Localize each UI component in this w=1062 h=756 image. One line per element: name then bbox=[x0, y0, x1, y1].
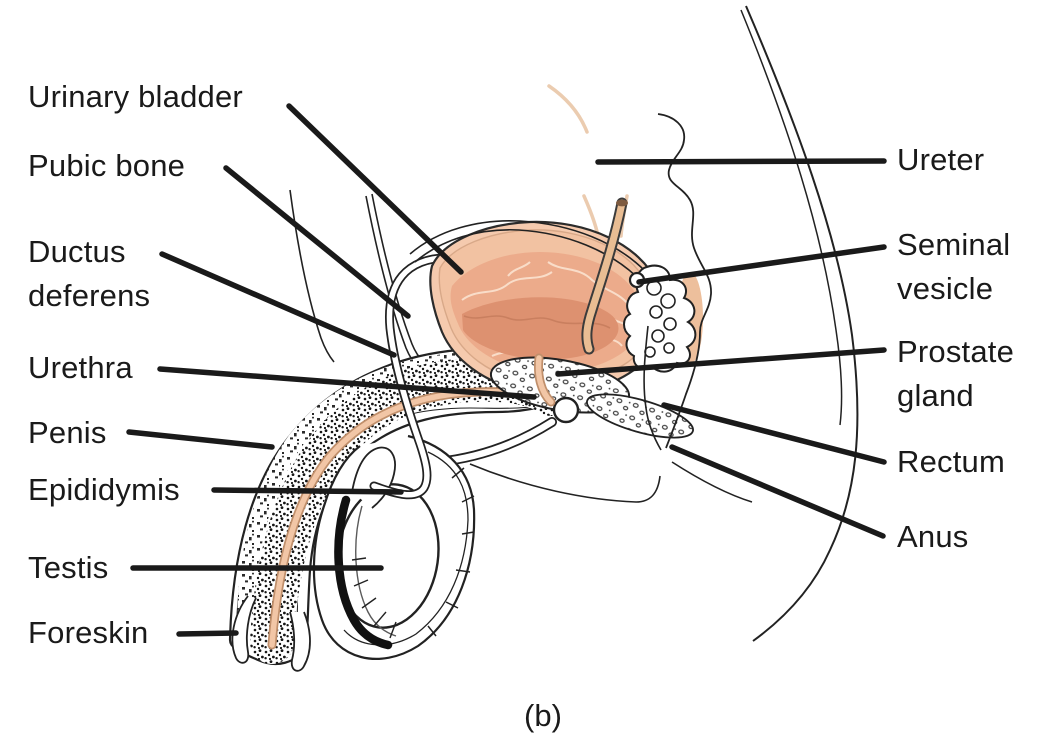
leader-ureter bbox=[595, 158, 887, 165]
leader-rectum bbox=[661, 402, 887, 465]
label-ureter: Ureter bbox=[897, 142, 985, 177]
label-seminal-vesicle: Seminal vesicle bbox=[897, 227, 1011, 306]
leader-epididymis bbox=[211, 487, 404, 495]
label-testis: Testis bbox=[28, 550, 109, 585]
urethral-bulb bbox=[552, 396, 580, 424]
leader-urethra bbox=[157, 366, 537, 400]
foreskin-fold-right bbox=[289, 611, 311, 672]
leader-seminal-vesicle bbox=[636, 244, 887, 285]
leader-anus bbox=[669, 444, 886, 539]
ureter-tube bbox=[581, 197, 628, 355]
seminal-vesicle-illustration bbox=[623, 264, 703, 373]
leader-lines bbox=[126, 103, 887, 637]
leader-penis bbox=[126, 429, 275, 450]
epididymis-tail bbox=[334, 495, 393, 650]
label-anus: Anus bbox=[897, 519, 969, 554]
label-rectum: Rectum bbox=[897, 444, 1006, 479]
foreskin-fold-left bbox=[231, 595, 257, 664]
label-prostate-gland: Prostate gland bbox=[897, 334, 1015, 413]
leader-foreskin bbox=[176, 630, 239, 637]
label-penis: Penis bbox=[28, 415, 107, 450]
label-epididymis: Epididymis bbox=[28, 472, 180, 507]
figure-caption: (b) bbox=[524, 698, 562, 733]
label-pubic-bone: Pubic bone bbox=[28, 148, 186, 183]
posterior-outlines bbox=[469, 5, 859, 642]
label-urinary-bladder: Urinary bladder bbox=[28, 79, 243, 114]
leader-urinary-bladder bbox=[286, 103, 464, 275]
label-urethra: Urethra bbox=[28, 350, 133, 385]
spongiosum-band bbox=[433, 417, 557, 467]
leader-prostate-gland bbox=[555, 347, 887, 377]
label-ductus-deferens: Ductus deferens bbox=[28, 234, 151, 313]
label-foreskin: Foreskin bbox=[28, 615, 149, 650]
leader-ductus-deferens bbox=[159, 251, 397, 358]
leader-pubic-bone bbox=[223, 165, 411, 319]
